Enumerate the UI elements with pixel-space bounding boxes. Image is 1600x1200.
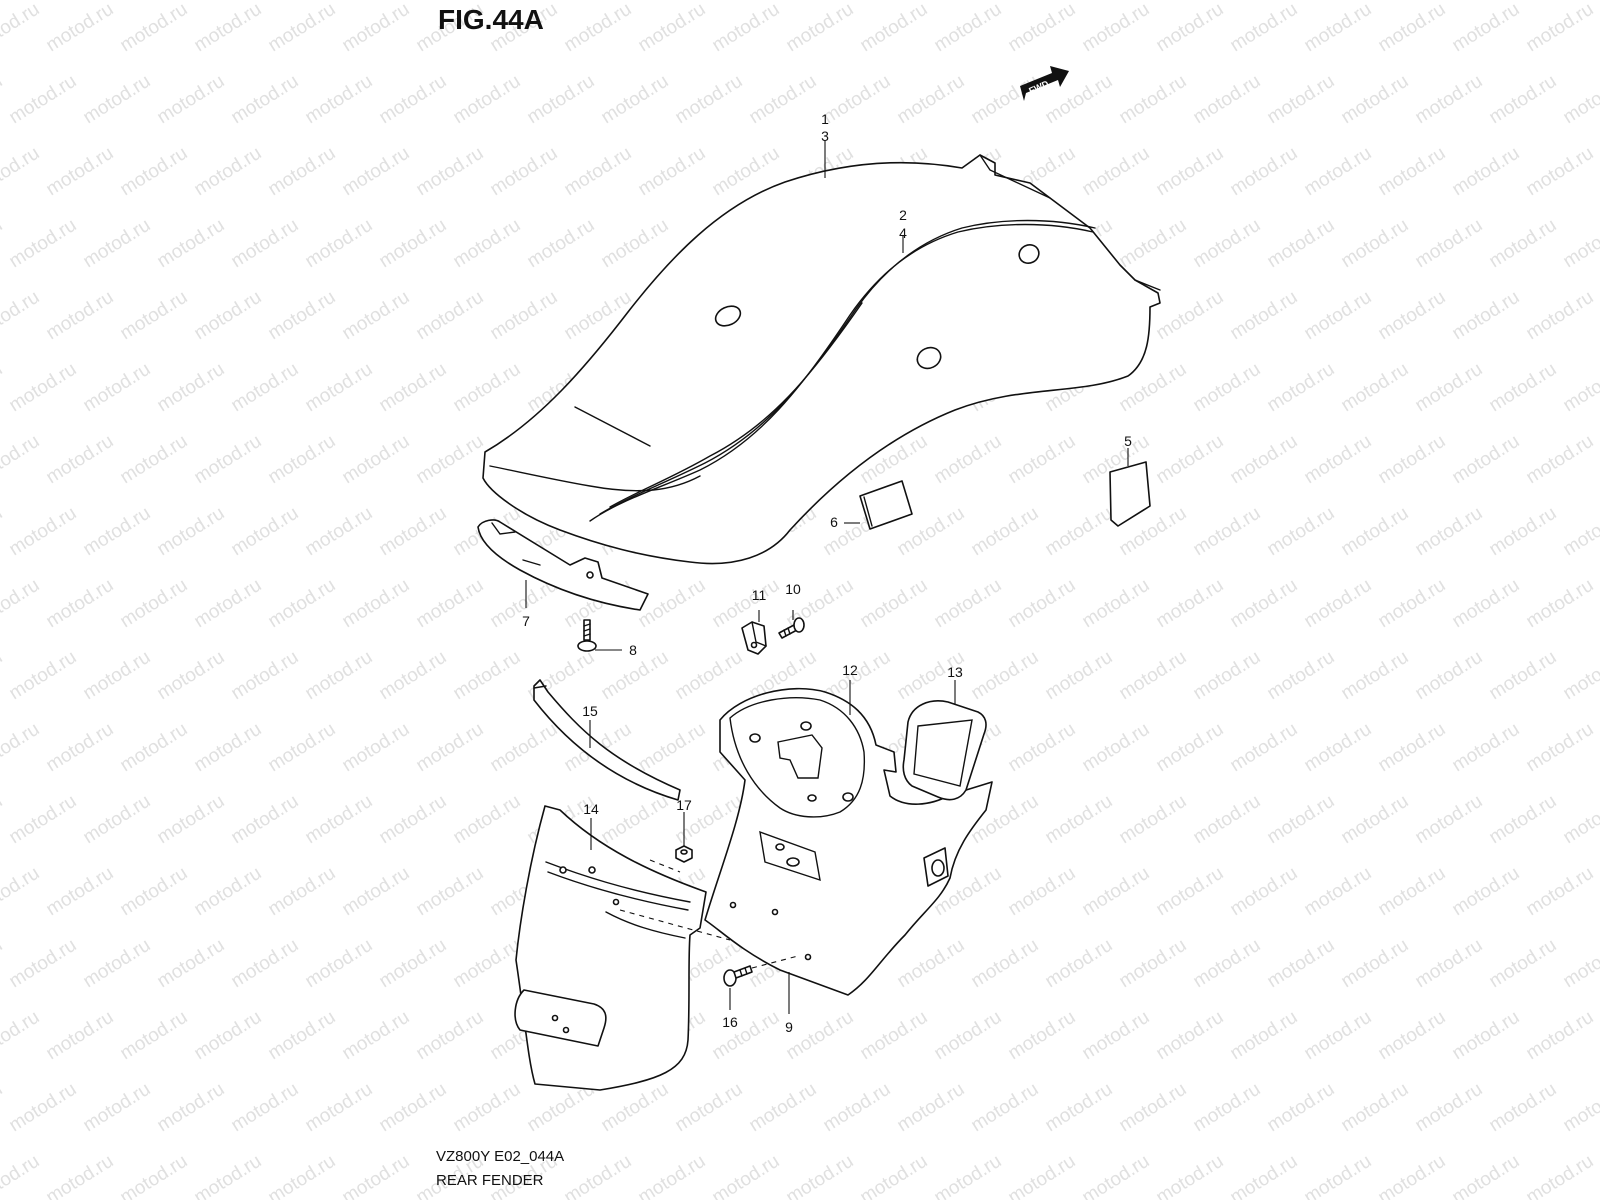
part-16-screw <box>723 965 753 987</box>
part-13-reflector <box>902 700 987 801</box>
part-6-pad <box>859 480 913 530</box>
callout-9: 9 <box>785 1019 793 1035</box>
callout-2: 2 <box>899 207 907 223</box>
part-14-mudflap <box>514 805 707 1091</box>
callout-12: 12 <box>842 662 858 678</box>
part-17-nut <box>675 845 693 863</box>
callout-16: 16 <box>722 1014 738 1030</box>
part-10-screw <box>778 617 805 639</box>
section-name: REAR FENDER <box>436 1172 544 1189</box>
callout-7: 7 <box>522 613 530 629</box>
callout-1: 1 <box>821 111 829 127</box>
callout-17: 17 <box>676 797 692 813</box>
callout-labels: 1 3 2 4 5 6 7 8 9 10 11 12 13 14 15 16 1… <box>522 111 1132 1035</box>
part-11-clip <box>741 621 767 655</box>
forward-arrow-icon: FWD <box>1020 66 1069 101</box>
assembly-line <box>751 955 799 969</box>
part-5-cover <box>1109 461 1151 527</box>
part-8-bolt <box>577 619 597 652</box>
callout-14: 14 <box>583 801 599 817</box>
callout-8: 8 <box>629 642 637 658</box>
part-7-bracket <box>477 519 649 611</box>
rear-fender-part <box>482 154 1161 565</box>
fwd-label: FWD <box>1027 78 1050 96</box>
model-code: VZ800Y E02_044A <box>436 1148 565 1165</box>
callout-11: 11 <box>752 587 767 603</box>
callout-10: 10 <box>785 581 801 597</box>
part-15-strip <box>533 679 681 801</box>
leader-lines <box>525 140 1129 1014</box>
callout-6: 6 <box>830 514 838 530</box>
callout-13: 13 <box>947 664 963 680</box>
figure-title: FIG.44A <box>438 4 544 35</box>
callout-3: 3 <box>821 128 829 144</box>
callout-4: 4 <box>899 225 907 241</box>
assembly-line <box>649 859 681 873</box>
callout-15: 15 <box>582 703 598 719</box>
callout-5: 5 <box>1124 433 1132 449</box>
